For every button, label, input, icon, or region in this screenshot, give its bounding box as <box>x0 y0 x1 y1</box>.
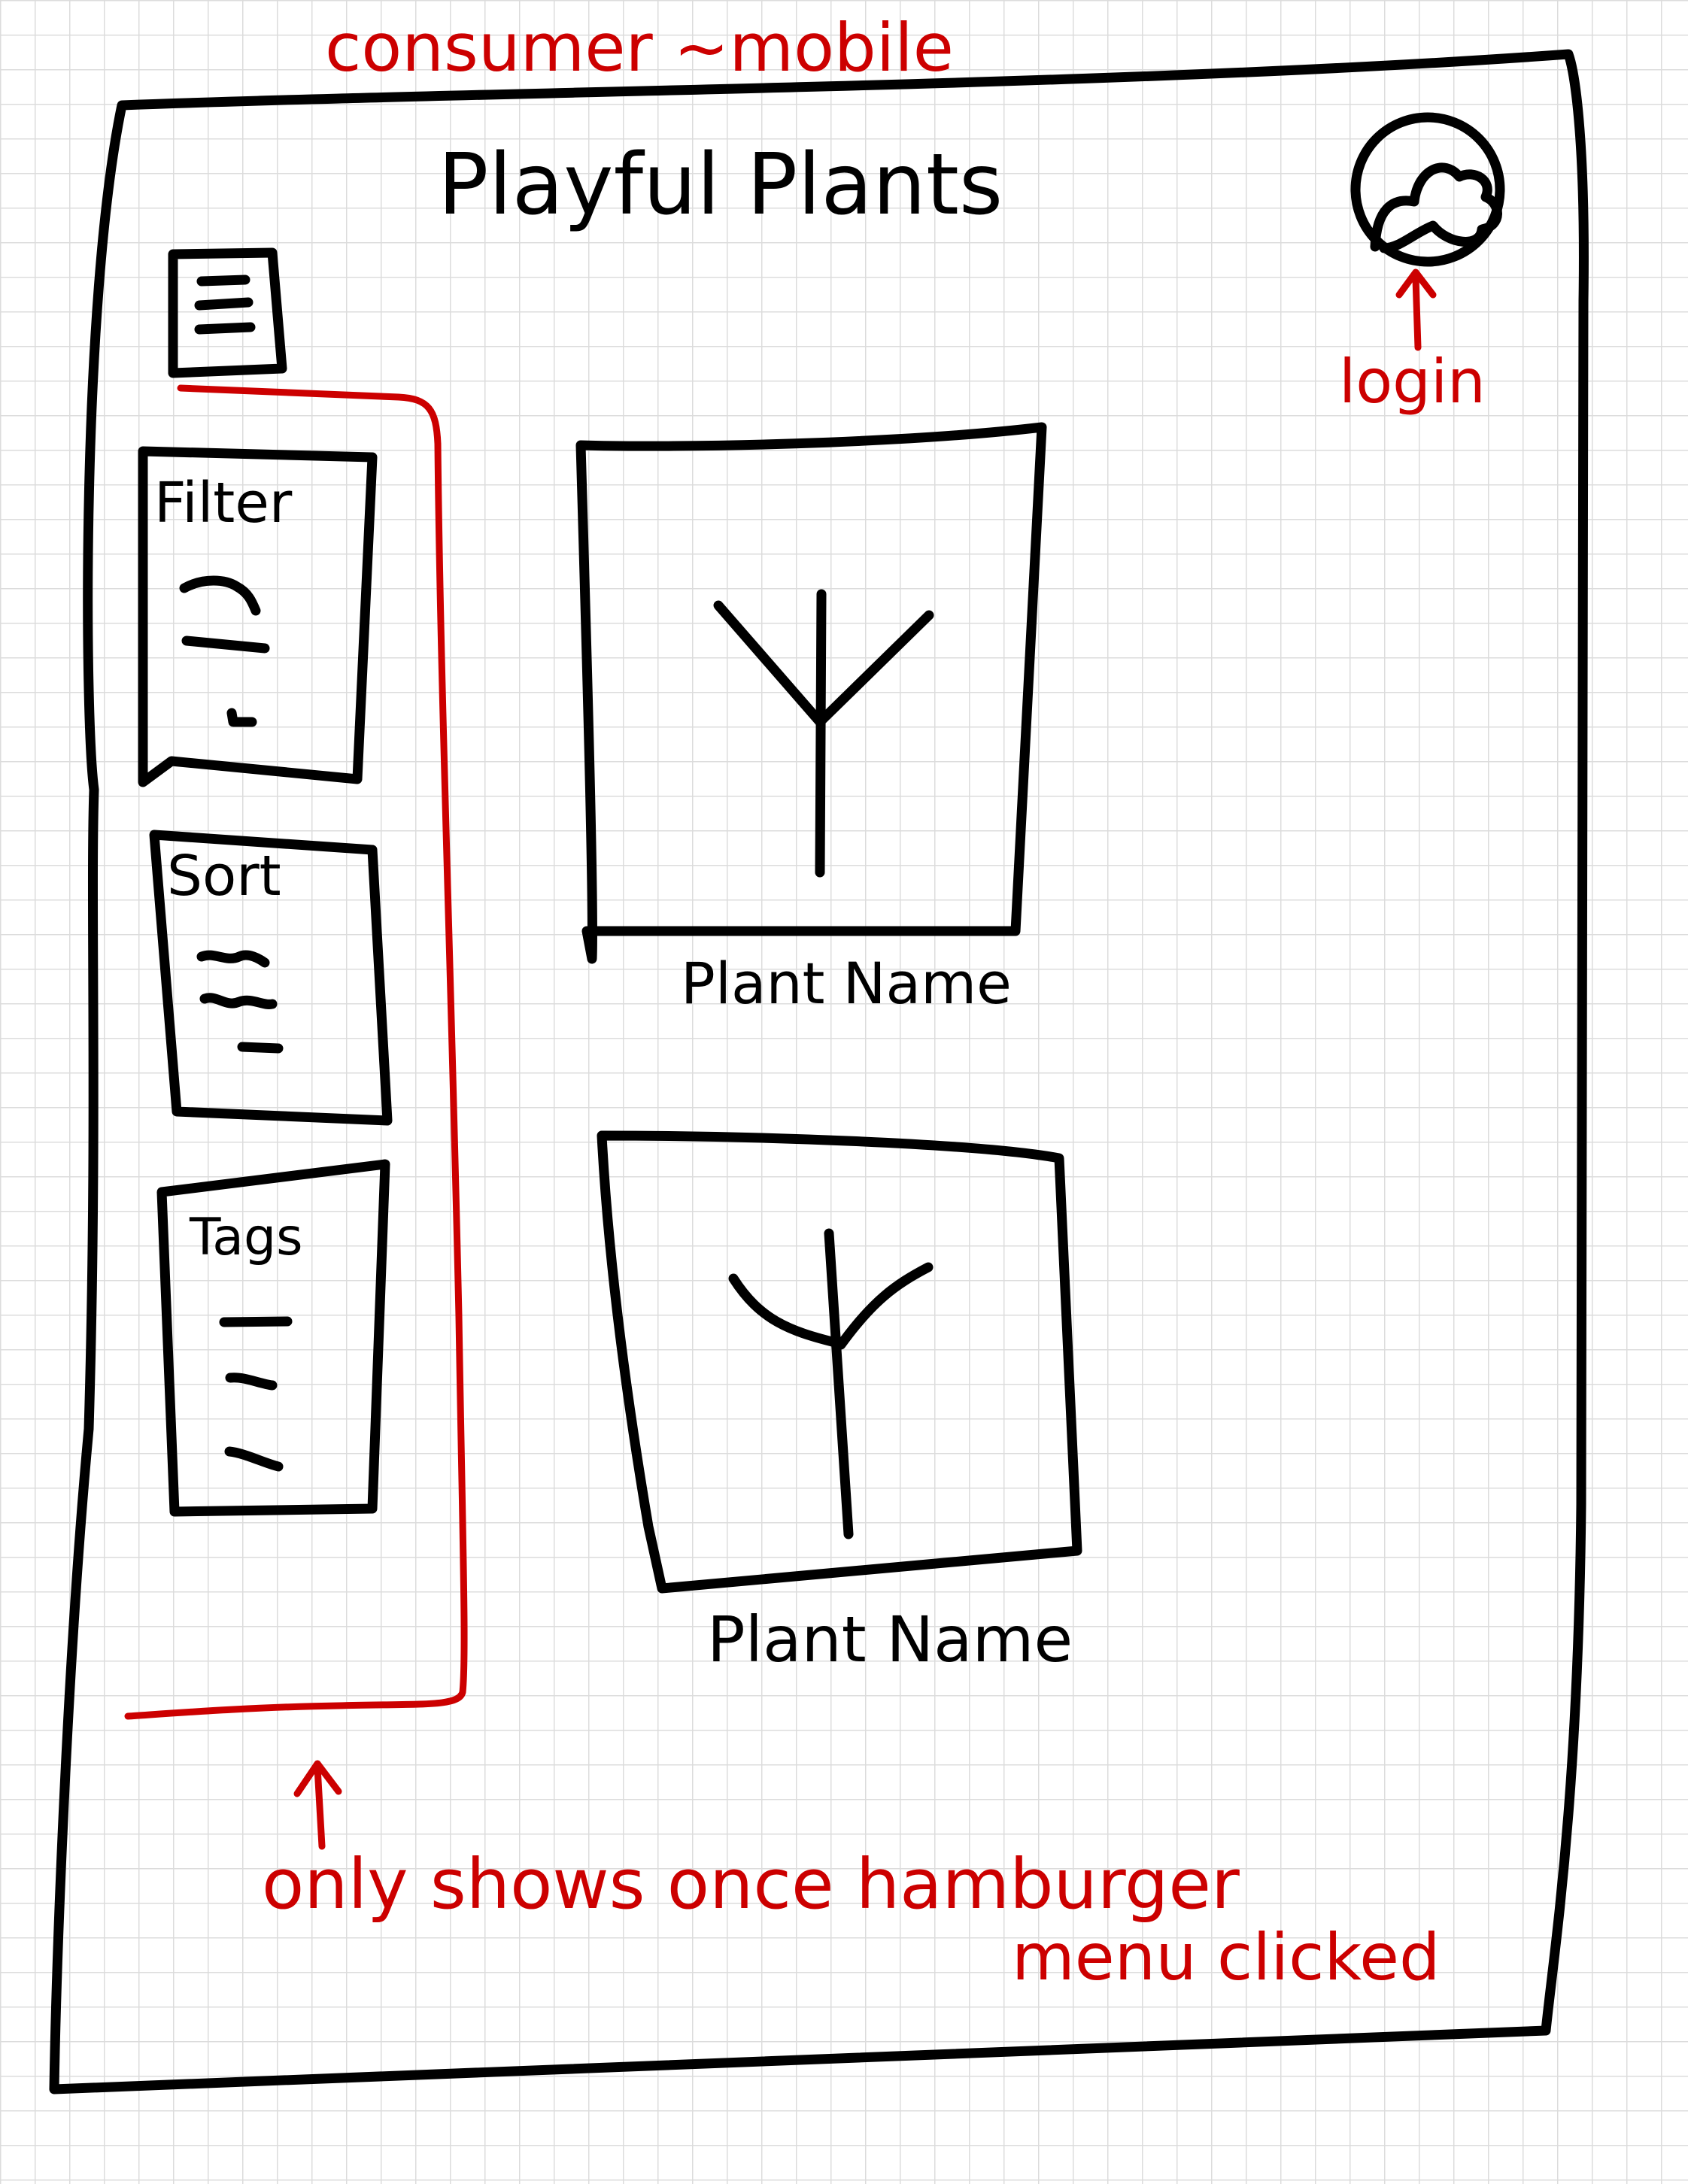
page-title: Playful Plants <box>438 136 1003 234</box>
sort-panel-title[interactable]: Sort <box>167 844 281 908</box>
plant-card-2-image[interactable] <box>597 1130 1082 1594</box>
plant-sketch-icon <box>728 1228 934 1539</box>
plant-card-2-name[interactable]: Plant Name <box>707 1603 1073 1676</box>
filter-panel-title[interactable]: Filter <box>154 471 293 535</box>
filter-panel[interactable] <box>138 446 378 787</box>
plant-card-1-name[interactable]: Plant Name <box>681 950 1012 1017</box>
menu-note-line-1: only shows once hamburger <box>262 1844 1240 1925</box>
side-menu-bracket <box>124 384 468 1720</box>
menu-note-arrow <box>293 1760 342 1850</box>
hamburger-menu-icon[interactable] <box>168 247 287 378</box>
tags-panel-title[interactable]: Tags <box>190 1208 303 1267</box>
plant-card-1-image[interactable] <box>575 422 1047 964</box>
login-arrow <box>1395 268 1437 351</box>
sort-panel[interactable] <box>149 830 393 1126</box>
menu-note-line-2: menu clicked <box>1012 1920 1441 1995</box>
login-annotation: login <box>1339 347 1486 417</box>
tags-panel[interactable] <box>156 1159 390 1517</box>
plant-sketch-icon <box>713 589 934 878</box>
screen-label-annotation: consumer ~mobile <box>325 9 954 86</box>
mobile-frame <box>49 49 1589 2095</box>
user-profile-icon[interactable] <box>1350 112 1505 267</box>
